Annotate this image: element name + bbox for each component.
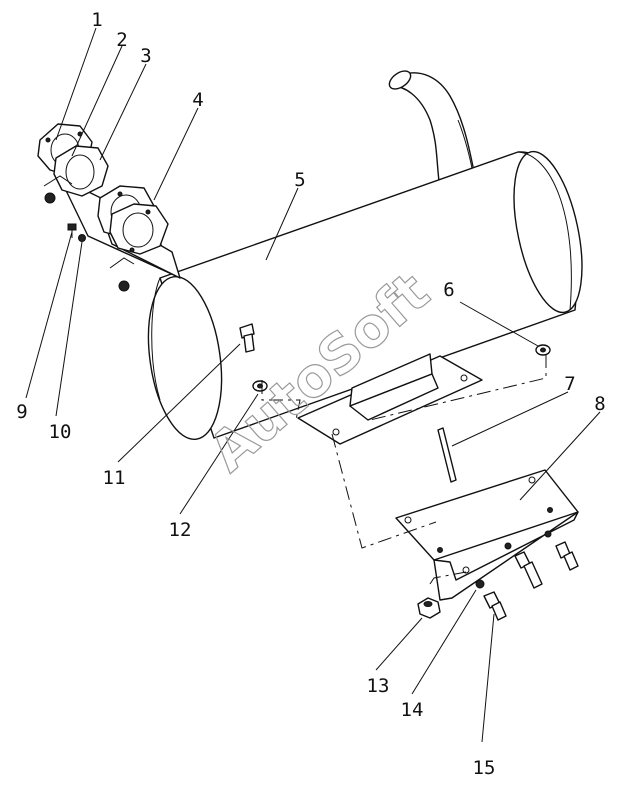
assembly-line-right	[369, 354, 547, 421]
assembly-line-left	[261, 380, 301, 421]
callout-1: 1	[91, 9, 102, 31]
callout-7: 7	[564, 373, 575, 395]
callout-13: 13	[367, 675, 390, 697]
callout-14: 14	[401, 699, 424, 721]
washer-14	[462, 566, 485, 589]
flange-2	[53, 145, 109, 197]
callout-12: 12	[169, 519, 192, 541]
assembly-line-bolts	[429, 571, 467, 585]
callout-9: 9	[16, 401, 27, 423]
callout-numbers: 1 2 3 4 5 6 7 8 9 10 11 12 13 14 15	[16, 9, 605, 779]
mounting-plate	[395, 469, 579, 601]
plate-bolt-a	[504, 542, 543, 589]
callout-2: 2	[116, 29, 127, 51]
inlet-nut-a	[44, 192, 56, 204]
callout-3: 3	[140, 45, 151, 67]
inlet-pipe-assembly	[37, 123, 181, 279]
muffler-body	[147, 150, 583, 441]
callout-15: 15	[473, 757, 496, 779]
assembly-line-bracket-plate	[331, 433, 437, 549]
callout-5: 5	[294, 169, 305, 191]
bolt-9	[67, 223, 77, 238]
callout-6: 6	[443, 279, 454, 301]
callout-8: 8	[594, 393, 605, 415]
plate-bolt-b	[544, 530, 579, 571]
leader-lines	[25, 27, 601, 743]
callout-10: 10	[49, 421, 72, 443]
callout-4: 4	[192, 89, 203, 111]
nut-13	[417, 597, 441, 619]
inlet-nut-b	[118, 280, 130, 292]
washer-10	[78, 234, 86, 242]
clamp-flange-4b	[109, 203, 169, 255]
callout-11: 11	[103, 467, 126, 489]
muffler-bracket	[297, 353, 483, 445]
bolt-11	[239, 323, 255, 353]
rod-7	[437, 427, 457, 483]
bolt-15	[483, 591, 507, 621]
